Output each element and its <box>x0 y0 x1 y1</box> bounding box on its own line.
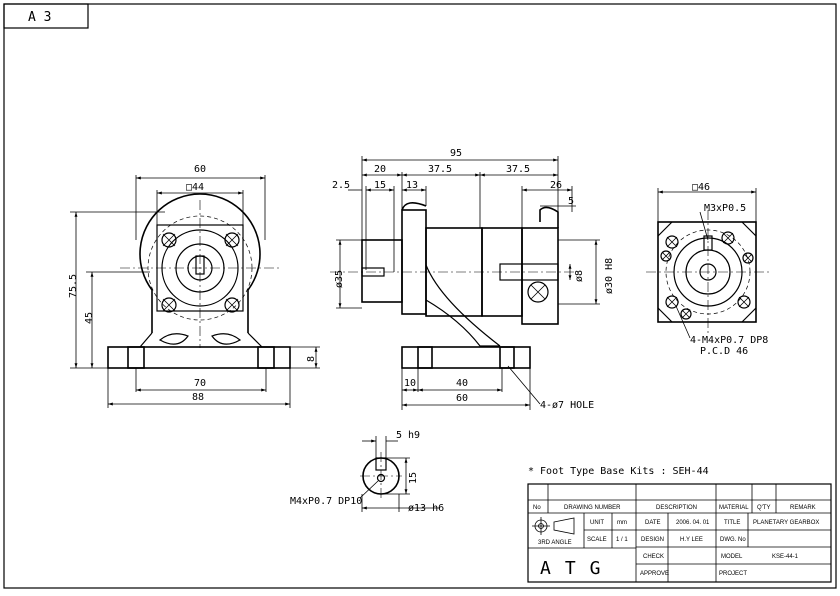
tb-header-material: MATERIAL <box>719 505 749 511</box>
tb-design-value: H.Y LEE <box>680 537 703 543</box>
front-view: 60 □44 75.5 45 70 88 8 <box>68 164 320 408</box>
front-dim-flange: □44 <box>186 182 204 193</box>
front-dim-base-t: 8 <box>306 356 317 362</box>
side-dim-40: 40 <box>456 378 468 389</box>
detail-dim-15: 15 <box>408 472 419 484</box>
tb-scale-value: 1 / 1 <box>616 537 628 543</box>
right-dim-flange: □46 <box>692 182 710 193</box>
sheet-size-label: A 3 <box>28 10 51 25</box>
side-dim-2-5: 2.5 <box>332 180 350 191</box>
front-dim-base-len: 88 <box>192 392 204 403</box>
side-view: 95 20 37.5 37.5 2.5 15 13 26 5 ø35 ø8 ø3… <box>330 148 615 411</box>
sheet-border <box>3 3 837 589</box>
right-holes-note: 4-M4xP0.7 DP8 <box>690 335 768 346</box>
sheet-size-box: A 3 <box>3 3 89 29</box>
tb-design-label: DESIGN <box>641 537 664 543</box>
tb-approve-label: APPROVE <box>640 571 669 577</box>
front-dim-width: 60 <box>194 164 206 175</box>
projection-symbol-icon <box>532 517 575 535</box>
tb-header-qty: Q'TY <box>757 505 770 511</box>
side-dim-26: 26 <box>550 180 562 191</box>
detail-shaft-dim: ø13 h6 <box>408 503 444 514</box>
tb-check-label: CHECK <box>643 554 664 560</box>
detail-view: 5 h9 15 ø13 h6 M4xP0.7 DP10 <box>290 430 444 514</box>
detail-tap-note: M4xP0.7 DP10 <box>290 496 362 507</box>
title-block: No DRAWING NUMBER DESCRIPTION MATERIAL Q… <box>527 483 832 583</box>
side-dim-dia30: ø30 H8 <box>604 258 615 294</box>
side-dim-total: 95 <box>450 148 462 159</box>
foot-kit-note: * Foot Type Base Kits : SEH-44 <box>528 466 709 477</box>
right-pcd-note: P.C.D 46 <box>700 346 748 357</box>
side-dim-10: 10 <box>404 378 416 389</box>
side-hole-note: 4-ø7 HOLE <box>540 400 594 411</box>
side-dim-5: 5 <box>568 196 574 207</box>
tb-dwg-label: DWG. No <box>720 537 746 543</box>
tb-header-drawing-number: DRAWING NUMBER <box>564 505 621 511</box>
tb-project-label: PROJECT <box>719 571 747 577</box>
side-dim-20: 20 <box>374 164 386 175</box>
front-dim-hole-span: 70 <box>194 378 206 389</box>
side-dim-37a: 37.5 <box>428 164 452 175</box>
tb-unit-value: mm <box>617 520 627 526</box>
side-dim-15: 15 <box>374 180 386 191</box>
tb-model-value: KSE-44-1 <box>772 554 799 560</box>
tb-scale-label: SCALE <box>587 537 607 543</box>
side-dim-13: 13 <box>406 180 418 191</box>
tb-projection: 3RD ANGLE <box>538 540 572 546</box>
tb-header-no: No <box>533 505 541 511</box>
tb-title-value: PLANETARY GEARBOX <box>753 520 819 526</box>
front-dim-height: 75.5 <box>68 274 79 298</box>
atg-logo: ATG <box>540 558 615 579</box>
tb-title-label: TITLE <box>724 520 740 526</box>
detail-key-dim: 5 h9 <box>396 430 420 441</box>
side-dim-37b: 37.5 <box>506 164 530 175</box>
right-tap-note: M3xP0.5 <box>704 203 746 214</box>
tb-unit-label: UNIT <box>590 520 604 526</box>
tb-header-remark: REMARK <box>790 505 816 511</box>
right-view: □46 M3xP0.5 4-M4xP0.7 DP8 P.C.D 46 <box>646 182 770 357</box>
side-dim-dia35: ø35 <box>334 270 345 288</box>
tb-header-description: DESCRIPTION <box>656 505 697 511</box>
side-dim-dia8: ø8 <box>574 270 585 282</box>
front-dim-center-h: 45 <box>84 312 95 324</box>
tb-model-label: MODEL <box>721 554 743 560</box>
side-dim-60: 60 <box>456 393 468 404</box>
tb-date-label: DATE <box>645 520 661 526</box>
tb-date-value: 2006. 04. 01 <box>676 520 710 526</box>
